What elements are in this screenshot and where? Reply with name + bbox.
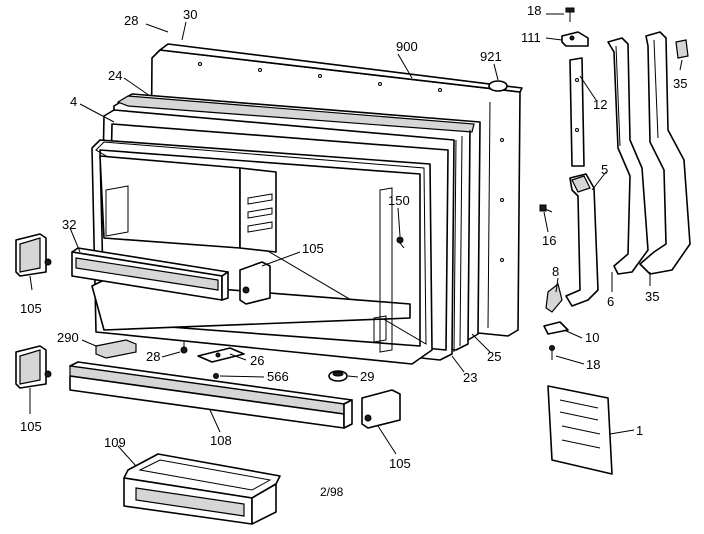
shelf-end-cap-upper-right [239,261,271,305]
callout-30: 30 [183,7,198,22]
callout-35-top: 35 [673,76,688,91]
callout-16: 16 [542,233,557,248]
callout-28-top: 28 [124,13,139,28]
callout-12: 12 [593,97,608,112]
callout-8: 8 [552,264,560,279]
instruction-booklet [547,385,613,475]
callout-24: 24 [108,68,123,83]
callout-25: 25 [487,349,502,364]
small-parts-row [95,339,348,382]
shelf-end-cap-lower-right [361,389,401,429]
inner-door-liner [91,139,433,365]
callout-111: 111 [521,30,541,45]
shelf-end-cap-upper-left [15,233,52,277]
door-shelf-108 [69,361,353,429]
callout-105-upper-left: 105 [20,301,42,316]
callout-108: 108 [210,433,232,448]
callout-23: 23 [463,370,478,385]
hinge-hardware [539,7,599,360]
callout-290: 290 [57,330,79,345]
callout-29: 29 [360,369,375,384]
callout-105-lower-right: 105 [389,456,411,471]
drawer-109 [123,453,281,525]
callout-35-bottom: 35 [645,289,660,304]
callout-150: 150 [388,193,410,208]
callout-26: 26 [250,353,265,368]
shelf-end-cap-lower-left [15,345,52,389]
callout-10: 10 [585,330,600,345]
callout-921: 921 [480,49,502,64]
leader-lines [29,13,683,467]
callout-105-lower-left: 105 [20,419,42,434]
callout-28-bottom: 28 [146,349,161,364]
callout-18-top: 18 [527,3,542,18]
handle-6 [607,37,649,275]
callout-18-bottom: 18 [586,357,601,372]
callout-109: 109 [104,435,126,450]
callout-105-upper-right: 105 [302,241,324,256]
callout-5: 5 [601,162,609,177]
callout-6: 6 [607,294,615,309]
callout-900: 900 [396,39,418,54]
screw-150 [396,236,405,249]
callout-4: 4 [70,94,78,109]
door-shelf-32 [71,247,229,301]
date-code: 2/98 [320,485,344,499]
callout-32: 32 [62,217,77,232]
plug-921 [488,80,508,92]
callout-1: 1 [636,423,644,438]
callout-566: 566 [267,369,289,384]
